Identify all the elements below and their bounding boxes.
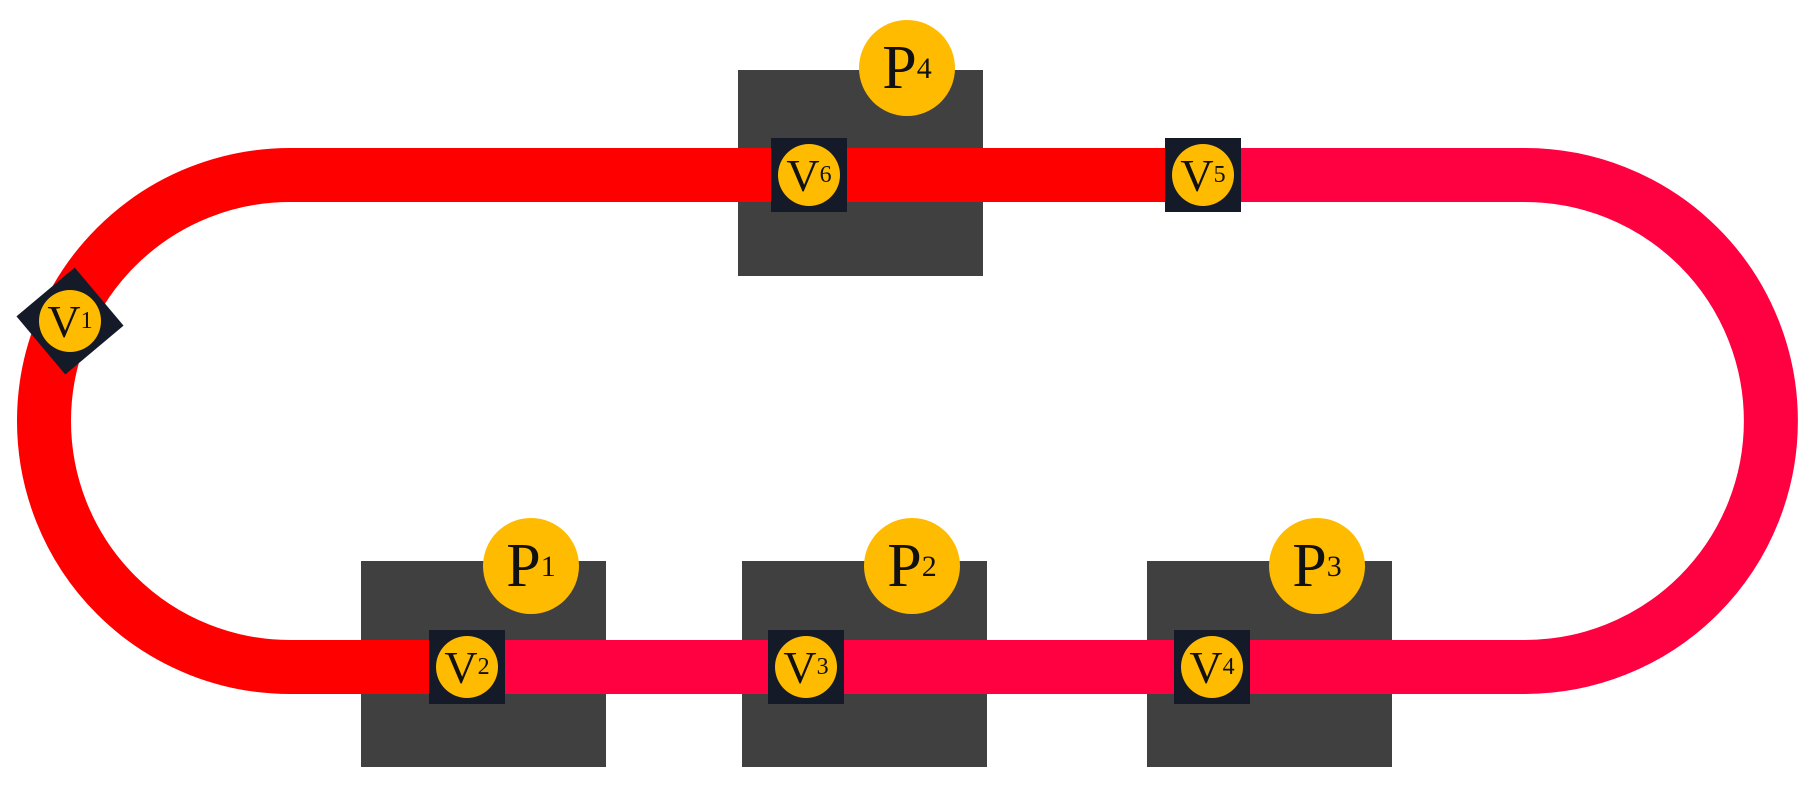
platform-badge-p2: P2 (864, 518, 960, 614)
svg-text:P3: P3 (1292, 532, 1341, 600)
vehicle-v6: V6 (771, 138, 847, 212)
svg-text:V6: V6 (786, 150, 831, 201)
vehicle-v1: V1 (16, 267, 124, 375)
track-segment-lower-left (17, 420, 464, 694)
platform-letter: P (882, 34, 916, 102)
vehicle-letter: V (444, 642, 477, 693)
vehicle-index: 3 (817, 654, 829, 680)
vehicle-v2: V2 (429, 630, 505, 704)
svg-text:P4: P4 (882, 34, 931, 102)
vehicle-letter: V (786, 150, 819, 201)
svg-text:V2: V2 (444, 642, 489, 693)
platform-badge-p4: P4 (859, 20, 955, 116)
svg-text:V4: V4 (1189, 642, 1234, 693)
track-segment-upper-left (17, 148, 1200, 422)
vehicle-index: 5 (1214, 162, 1226, 188)
vehicle-letter: V (1180, 150, 1213, 201)
svg-text:V5: V5 (1180, 150, 1225, 201)
vehicle-letter: V (1189, 642, 1222, 693)
vehicle-index: 4 (1223, 654, 1235, 680)
vehicle-letter: V (783, 642, 816, 693)
svg-text:V3: V3 (783, 642, 828, 693)
platform-badge-p1: P1 (483, 518, 579, 614)
vehicle-v3: V3 (768, 630, 844, 704)
svg-text:V1: V1 (47, 296, 92, 347)
platform-letter: P (887, 532, 921, 600)
vehicle-index: 6 (820, 162, 832, 188)
vehicle-letter: V (47, 296, 80, 347)
loop-track (17, 148, 1798, 694)
svg-text:P2: P2 (887, 532, 936, 600)
track-segment-right-loop (1200, 148, 1798, 694)
platform-letter: P (1292, 532, 1326, 600)
svg-text:P1: P1 (506, 532, 555, 600)
platform-index: 1 (541, 550, 556, 583)
platform-badge-p3: P3 (1269, 518, 1365, 614)
vehicle-v5: V5 (1165, 138, 1241, 212)
platform-index: 2 (922, 550, 937, 583)
vehicle-index: 2 (478, 654, 490, 680)
vehicle-v4: V4 (1174, 630, 1250, 704)
platform-letter: P (506, 532, 540, 600)
platform-index: 4 (917, 52, 932, 85)
platform-index: 3 (1327, 550, 1342, 583)
vehicle-index: 1 (81, 308, 93, 334)
